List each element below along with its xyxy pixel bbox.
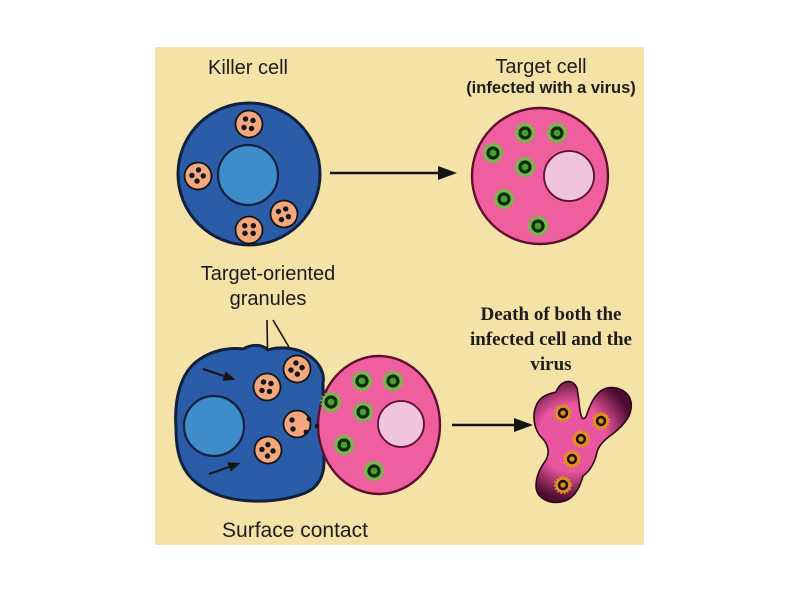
target-cell-membrane [470, 106, 610, 246]
granule-movement-arrow [202, 367, 236, 381]
death-caption: Death of both the infected cell and the … [469, 304, 632, 375]
killer-cell-membrane [174, 343, 326, 503]
virus-icon [363, 460, 385, 482]
virus-icon [352, 401, 374, 423]
granule-icon [252, 372, 282, 402]
virus-icon [333, 434, 355, 456]
killer-cell-contacting [174, 343, 326, 503]
target-cell-nucleus [543, 150, 595, 202]
virus-icon [482, 142, 504, 164]
killer-cell-label: Killer cell [207, 57, 289, 79]
virus-icon [527, 215, 549, 237]
granule-releasing-icon [282, 409, 312, 439]
released-granule-contents [303, 416, 320, 435]
target-cell-sublabel: (infected with a virus) [466, 79, 636, 97]
dying-virus-icon [562, 449, 582, 469]
dying-virus-icon [553, 403, 573, 423]
granule-movement-arrow [208, 462, 241, 476]
virus-icon [382, 370, 404, 392]
virus-icon [351, 370, 373, 392]
killer-cell-nucleus [182, 394, 246, 458]
granules-label: Target-oriented granules [200, 263, 336, 310]
virus-icon [320, 391, 342, 413]
killer-cell-nucleus [216, 143, 280, 207]
target-cell-nucleus [377, 400, 425, 448]
dying-virus-icon [591, 411, 611, 431]
virus-icon [546, 122, 568, 144]
target-cell-contacted [303, 354, 442, 496]
dying-cell [533, 380, 633, 504]
dying-virus-icon [553, 475, 573, 495]
target-cell-label: Target cell [495, 56, 587, 78]
dying-virus-icon [571, 429, 591, 449]
killer-cell [176, 101, 322, 247]
granule-icon [234, 109, 264, 139]
virus-icon [493, 188, 515, 210]
surface-contact-label: Surface contact [222, 519, 368, 542]
virus-icon [514, 156, 536, 178]
virus-icon [514, 122, 536, 144]
target-cell [470, 106, 610, 246]
